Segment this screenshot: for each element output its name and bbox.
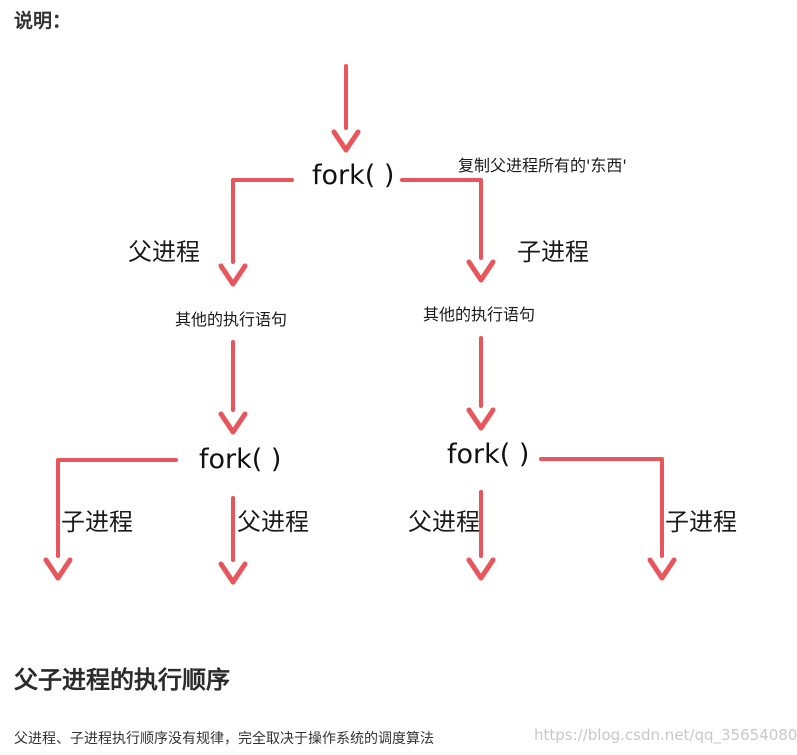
intro-label: 说明：: [14, 10, 72, 32]
section-body: 父进程、子进程执行顺序没有规律，完全取决于操作系统的调度算法: [14, 731, 434, 747]
right-fork-parent-label: 父进程: [408, 508, 480, 536]
fork-label-top: fork( ): [312, 160, 395, 191]
left-other-statements: 其他的执行语句: [175, 310, 288, 329]
fork-diagram: [43, 64, 677, 585]
right-other-statements: 其他的执行语句: [423, 305, 536, 324]
section-heading: 父子进程的执行顺序: [14, 666, 230, 694]
left-fork-child-arrow: [56, 458, 178, 558]
top-parent-arrowhead: [218, 263, 248, 287]
copy-note: 复制父进程所有的'东西': [458, 156, 627, 175]
entry-arrowhead: [331, 129, 361, 153]
right-fork-child-label: 子进程: [665, 508, 737, 536]
left-fork-child-label: 子进程: [61, 508, 133, 536]
fork-label-left: fork( ): [199, 444, 282, 475]
left-down-arrowhead: [218, 411, 248, 435]
right-down-arrowhead: [466, 407, 496, 431]
left-fork-parent-arrowhead: [218, 561, 248, 585]
right-fork-child-arrow: [539, 457, 664, 558]
top-parent-branch-arrow: [231, 178, 294, 264]
top-child-branch-arrow: [400, 178, 483, 260]
fork-label-right: fork( ): [447, 439, 530, 470]
right-fork-parent-arrowhead: [466, 557, 496, 581]
left-fork-child-arrowhead: [43, 557, 73, 581]
top-child-arrowhead: [466, 259, 496, 283]
top-child-label: 子进程: [517, 238, 589, 266]
top-parent-label: 父进程: [128, 238, 200, 266]
left-fork-parent-label: 父进程: [237, 508, 309, 536]
right-fork-child-arrowhead: [647, 557, 677, 581]
watermark: https://blog.csdn.net/qq_35654080: [534, 726, 797, 744]
